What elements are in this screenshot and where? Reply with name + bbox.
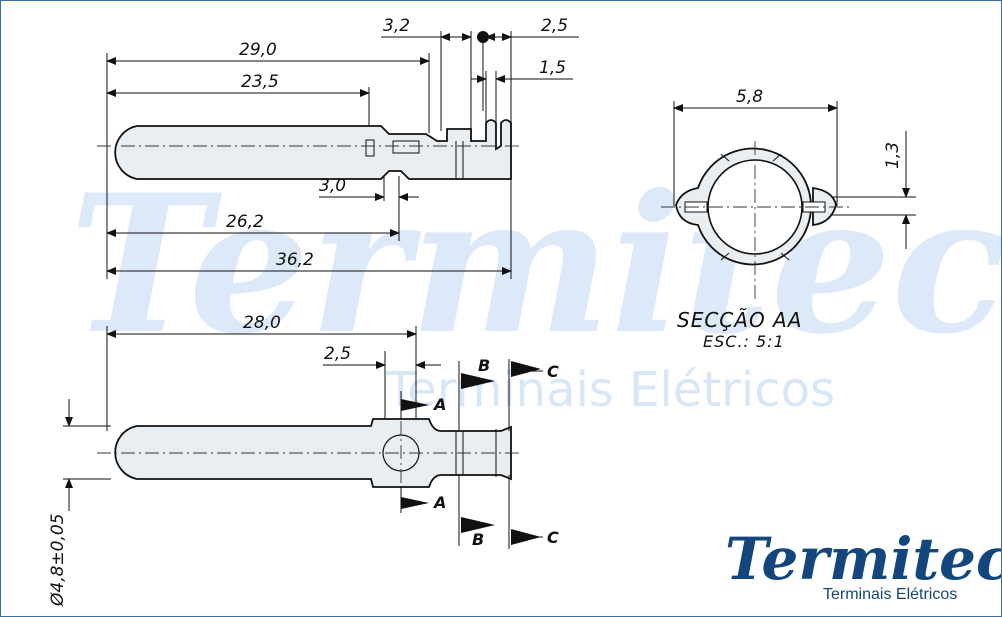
dim-36-2: 36,2 (276, 250, 314, 270)
section-marker-b-top: B (458, 356, 495, 431)
svg-text:B: B (472, 530, 484, 549)
logo-tagline: Terminais Elétricos (823, 586, 957, 603)
watermark-tagline: Terminais Elétricos (385, 362, 835, 418)
dim-5-8: 5,8 (736, 87, 763, 107)
termitec-logo: Termitec Terminais Elétricos (725, 525, 1001, 603)
dim-1-5: 1,5 (539, 58, 566, 78)
dim-29-0: 29,0 (239, 40, 277, 60)
section-aa: 5,8 1,3 SECÇÃO AA ESC.: 5:1 (661, 87, 916, 351)
dim-28-0: 28,0 (243, 313, 281, 333)
dim-2-5-bottom: 2,5 (324, 344, 351, 364)
dim-23-5: 23,5 (241, 72, 279, 92)
watermark-brand: Termitec (69, 153, 1001, 376)
reference-dot (477, 31, 489, 43)
dim-3-0: 3,0 (319, 176, 346, 196)
section-marker-c-bottom: C (508, 475, 559, 549)
section-marker-a-bottom: A (400, 487, 446, 513)
top-view: 29,0 23,5 3,2 2,5 1,5 3,0 26,2 36,2 (97, 16, 579, 279)
dim-26-2: 26,2 (226, 212, 264, 232)
section-marker-a-top: A (400, 391, 446, 419)
section-scale: ESC.: 5:1 (703, 332, 785, 351)
svg-text:A: A (432, 493, 446, 512)
logo-brand: Termitec (725, 525, 1001, 593)
section-marker-b-bottom: B (458, 475, 495, 549)
dim-3-2: 3,2 (383, 16, 410, 36)
section-marker-c-top: C (508, 359, 559, 431)
dim-1-3: 1,3 (883, 142, 903, 169)
svg-text:A: A (432, 395, 446, 414)
svg-text:B: B (478, 356, 490, 375)
svg-text:C: C (547, 362, 559, 381)
dim-diameter: Ø4,8±0,05 (48, 513, 68, 607)
svg-text:C: C (547, 528, 559, 547)
bottom-view: 28,0 2,5 Ø4,8±0,05 A A B (48, 313, 559, 607)
dim-2-5-top: 2,5 (541, 16, 568, 36)
section-title: SECÇÃO AA (677, 308, 802, 332)
